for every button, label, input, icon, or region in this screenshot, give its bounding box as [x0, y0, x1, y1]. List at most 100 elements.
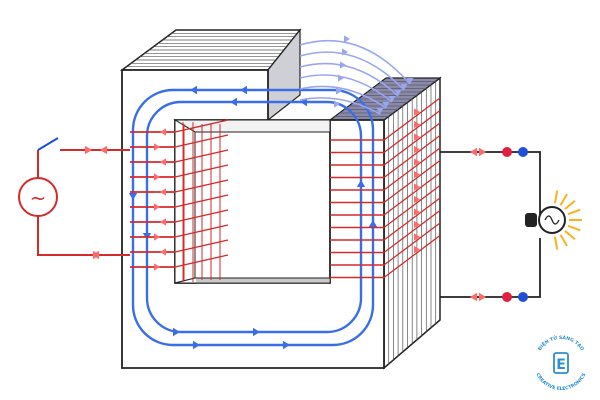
current-arrow-icon — [160, 218, 166, 226]
flux-arrow-icon — [173, 327, 180, 337]
current-arrow-icon — [414, 133, 420, 141]
primary-winding — [130, 119, 229, 282]
flux-arrow-icon — [336, 87, 342, 95]
current-arrow-icon — [100, 145, 107, 155]
current-arrow-icon — [414, 233, 420, 241]
current-direction-arrows — [85, 145, 486, 302]
current-arrow-icon — [154, 263, 160, 271]
light-ray — [553, 236, 559, 250]
flux-arrow-icon — [334, 100, 340, 108]
current-arrow-icon — [154, 143, 160, 151]
secondary-winding — [330, 97, 441, 279]
light-ray — [567, 224, 581, 232]
current-arrow-icon — [479, 147, 486, 157]
current-arrow-icon — [414, 245, 420, 254]
flux-line — [299, 62, 399, 97]
core-lamination-lines-top-left — [126, 32, 298, 68]
current-arrow-icon — [414, 158, 420, 166]
current-arrow-icon — [160, 188, 166, 196]
flux-arrow-icon — [388, 96, 396, 102]
svg-text:ĐIỆN TỬ SÁNG TẠO: ĐIỆN TỬ SÁNG TẠO — [537, 333, 585, 352]
current-arrow-icon — [414, 108, 420, 116]
light-ray — [564, 199, 576, 210]
light-ray — [559, 234, 568, 247]
winding-turn — [383, 222, 441, 266]
flux-arrow-icon — [128, 193, 138, 200]
winding-turn — [383, 184, 441, 229]
winding-turn — [383, 147, 441, 191]
light-ray — [553, 190, 559, 204]
leakage-flux-fan — [299, 35, 414, 115]
current-arrow-icon — [85, 145, 92, 155]
current-arrow-icon — [154, 233, 160, 241]
flux-arrow-icon — [394, 90, 402, 96]
flux-loop-outer — [131, 88, 375, 347]
current-arrow-icon — [414, 208, 420, 216]
winding-turn — [383, 134, 441, 179]
flux-line — [299, 97, 381, 115]
primary-circuit: ~ — [18, 137, 130, 256]
svg-text:CREATIVE ELECTRONICS: CREATIVE ELECTRONICS — [535, 372, 588, 392]
winding-turn — [383, 209, 441, 254]
flux-arrow-icon — [344, 35, 350, 43]
flux-arrow-icon — [338, 74, 344, 82]
ac-source-icon — [18, 177, 58, 217]
flux-arrow-icon — [376, 108, 384, 114]
flux-arrow-icon — [368, 220, 378, 227]
logo-text-top: ĐIỆN TỬ SÁNG TẠO — [537, 333, 585, 352]
winding-turn — [383, 109, 441, 154]
switch-icon — [37, 137, 59, 151]
terminal-icon — [518, 292, 528, 302]
winding-turn — [383, 122, 441, 166]
terminal-icon — [502, 292, 512, 302]
current-arrow-icon — [414, 170, 420, 179]
current-arrow-icon — [154, 203, 160, 211]
logo-monogram: E — [556, 357, 566, 373]
flux-arrow-icon — [253, 327, 260, 337]
flux-arrow-icon — [342, 48, 348, 56]
flux-arrow-icon — [230, 97, 237, 107]
flux-arrow-icon — [356, 180, 366, 187]
flux-arrow-icon — [340, 61, 346, 69]
core-lamination-lines-side — [388, 81, 437, 364]
flux-arrow-icon — [382, 102, 390, 108]
light-ray — [564, 230, 576, 241]
flux-arrow-icon — [283, 340, 290, 350]
winding-turn — [383, 172, 441, 216]
light-bulb-icon — [525, 190, 582, 250]
current-arrow-icon — [160, 158, 166, 166]
current-arrow-icon — [160, 248, 166, 256]
current-arrow-icon — [470, 292, 477, 302]
flux-arrow-icon — [406, 78, 414, 84]
flux-arrow-icon — [300, 97, 307, 107]
light-ray — [559, 193, 568, 206]
current-arrow-icon — [414, 145, 420, 154]
current-arrow-icon — [160, 128, 166, 136]
current-arrow-icon — [479, 292, 486, 302]
window-inner-bottom-face — [174, 277, 331, 284]
window-inner-top-face — [173, 119, 331, 133]
flux-line — [299, 74, 393, 103]
flux-line — [299, 39, 411, 85]
winding-turn — [383, 234, 441, 279]
secondary-circuit — [440, 147, 582, 302]
flux-line — [299, 51, 405, 91]
terminal-icon — [502, 147, 512, 157]
terminal-icon — [518, 147, 528, 157]
light-ray — [567, 208, 581, 216]
logo-text-bottom: CREATIVE ELECTRONICS — [535, 372, 588, 392]
winding-turn — [383, 97, 441, 141]
flux-arrow-icon — [400, 84, 408, 90]
current-arrow-icon — [414, 183, 420, 191]
current-arrow-icon — [414, 195, 420, 204]
flux-arrow-icon — [240, 85, 247, 95]
flux-line — [299, 85, 387, 109]
brand-logo: ĐIỆN TỬ SÁNG TẠO CREATIVE ELECTRONICS E — [528, 330, 594, 396]
flux-arrow-icon — [190, 85, 197, 95]
flux-arrow-icon — [193, 340, 200, 350]
current-arrow-icon — [470, 147, 477, 157]
current-arrow-icon — [414, 220, 420, 229]
current-arrow-icon — [414, 120, 420, 129]
ac-source-symbol: ~ — [30, 186, 47, 210]
